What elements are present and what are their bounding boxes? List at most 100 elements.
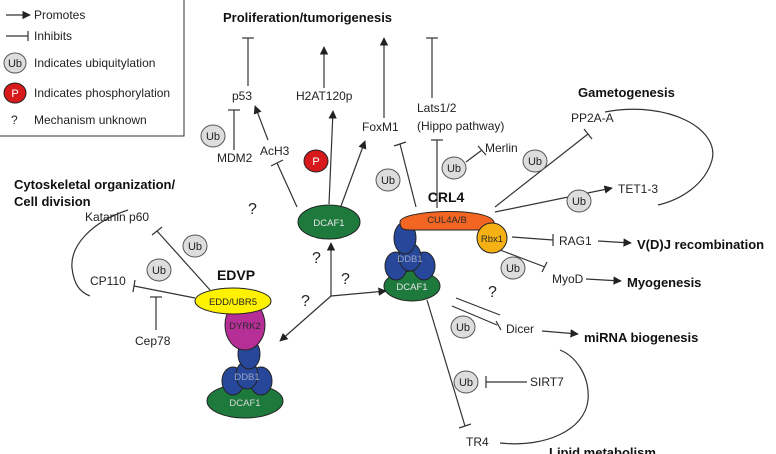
rbx1-rag1-line	[511, 236, 554, 241]
crl4-ddb1-label: DDB1	[397, 254, 422, 265]
heading-cytoskeletal-line2: Cell division	[14, 194, 91, 209]
ub-badge-icon	[450, 315, 476, 339]
edvp-cp110-line	[133, 285, 196, 299]
edvp-dyrk2-label: DYRK2	[229, 321, 261, 332]
crl4-dicer-bar	[495, 320, 502, 331]
ub-mark: Ub	[188, 241, 202, 253]
ub-badge-icon	[182, 234, 208, 258]
heading-lipid: Lipid metabolism	[549, 445, 656, 454]
legend-promotes-label: Promotes	[34, 8, 85, 22]
ub-badge-icon	[3, 52, 27, 74]
heading-myogenesis: Myogenesis	[627, 275, 701, 290]
label-dicer: Dicer	[506, 322, 534, 336]
heading-mirna: miRNA biogenesis	[584, 330, 698, 345]
label-foxm1: FoxM1	[362, 120, 399, 134]
heading-gametogenesis: Gametogenesis	[578, 85, 675, 100]
ach3-p53-arrow	[253, 105, 269, 141]
dcaf1-free-label: DCAF1	[313, 218, 344, 229]
ub-badge-icon	[200, 124, 226, 148]
dcaf1-free	[297, 204, 361, 240]
phospho-badge-icon	[3, 82, 27, 104]
center-left-arrow	[279, 295, 332, 342]
ub-mark: Ub	[381, 175, 395, 187]
ub-badge-icon	[522, 149, 548, 173]
dicer-mirna-arrow	[541, 329, 579, 338]
label-katanin: Katanin p60	[85, 210, 149, 224]
ub-mark: Ub	[506, 263, 520, 275]
edvp-edd-ubr5-label: EDD/UBR5	[209, 297, 257, 308]
question-mdm2: ?	[248, 201, 257, 218]
label-merlin: Merlin	[485, 141, 518, 155]
dcaf1-h2a-arrow	[328, 110, 337, 205]
legend: Promotes Inhibits Ub Indicates ubiquityl…	[0, 0, 185, 137]
rbx1-myod-bar	[541, 261, 548, 273]
crl4-cul4ab-label: CUL4A/B	[427, 215, 467, 226]
center-right-arrow	[330, 287, 387, 297]
legend-box	[0, 0, 185, 137]
ub-badge-icon	[500, 256, 526, 280]
crl4-title: CRL4	[428, 189, 465, 205]
edvp-complex: DCAF1 DDB1 DYRK2 EDD/UBR5 EDVP	[194, 267, 284, 419]
ub-mark: Ub	[447, 163, 461, 175]
edvp-title: EDVP	[217, 267, 255, 283]
edvp-katanin-line	[156, 230, 211, 291]
lipid-bracket	[499, 349, 589, 445]
edvp-ddb1-label: DDB1	[234, 372, 259, 383]
dcaf1-ach3-bar	[270, 159, 284, 167]
edvp-cp110-bar	[132, 279, 136, 293]
legend-phosphorylation-label: Indicates phosphorylation	[34, 86, 170, 100]
ub-badge-icon	[441, 156, 467, 180]
label-lats-line2: (Hippo pathway)	[417, 119, 504, 133]
legend-p-symbol: P	[11, 88, 18, 100]
crl4-tet-arrow	[494, 185, 613, 213]
cytoskeletal-bracket	[71, 209, 129, 297]
ub-badge-icon	[146, 258, 172, 282]
dcaf1-foxm1-arrow	[340, 140, 367, 207]
merlin-line	[465, 149, 483, 163]
ub-badge-icon	[453, 370, 479, 394]
question-center-right: ?	[341, 271, 350, 288]
myod-myogenesis-arrow	[585, 276, 622, 285]
label-p53: p53	[232, 89, 252, 103]
legend-unknown-label: Mechanism unknown	[34, 113, 147, 127]
phospho-badge-icon	[303, 149, 329, 173]
ub-mark: Ub	[152, 265, 166, 277]
edvp-edd-ubr5	[194, 287, 272, 315]
legend-question-symbol: ?	[11, 113, 18, 127]
merlin-bar	[477, 145, 487, 156]
label-myod: MyoD	[552, 272, 584, 286]
dcaf1-ach3-line	[276, 162, 298, 208]
crl4-complex: DCAF1 DDB1 CUL4A/B Rbx1 CRL4	[383, 189, 508, 302]
question-center-top: ?	[312, 250, 321, 267]
question-center-left: ?	[301, 293, 310, 310]
legend-ubiquitylation-label: Indicates ubiquitylation	[34, 56, 155, 70]
label-rag1: RAG1	[559, 234, 592, 248]
crl4-rbx1	[476, 222, 508, 254]
ub-mark: Ub	[456, 322, 470, 334]
crl4-dicer-line2	[451, 305, 498, 326]
label-tet: TET1-3	[618, 182, 658, 196]
label-pp2a: PP2A-A	[571, 111, 614, 125]
crl4-foxm1-bar	[393, 141, 407, 147]
label-h2at120p: H2AT120p	[296, 89, 353, 103]
edvp-dcaf1-label: DCAF1	[229, 398, 260, 409]
crl4-rbx1-label: Rbx1	[481, 234, 503, 245]
label-ach3: AcH3	[260, 144, 290, 158]
rag1-vdj-arrow	[597, 238, 632, 247]
heading-proliferation: Proliferation/tumorigenesis	[223, 10, 392, 25]
ub-mark: Ub	[572, 196, 586, 208]
legend-ub-symbol: Ub	[8, 58, 22, 70]
legend-inhibits-label: Inhibits	[34, 29, 72, 43]
phospho-mark: P	[312, 156, 319, 168]
label-cep78: Cep78	[135, 334, 171, 348]
ub-mark: Ub	[206, 131, 220, 143]
label-sirt7: SIRT7	[530, 375, 564, 389]
ub-mark: Ub	[459, 377, 473, 389]
label-cp110: CP110	[90, 274, 126, 288]
ub-mark: Ub	[528, 156, 542, 168]
label-lats-line1: Lats1/2	[417, 101, 457, 115]
crl4-pp2a-bar	[583, 128, 593, 140]
crl4-dicer-line1	[455, 297, 501, 316]
crl4-tr4-line	[426, 299, 466, 427]
